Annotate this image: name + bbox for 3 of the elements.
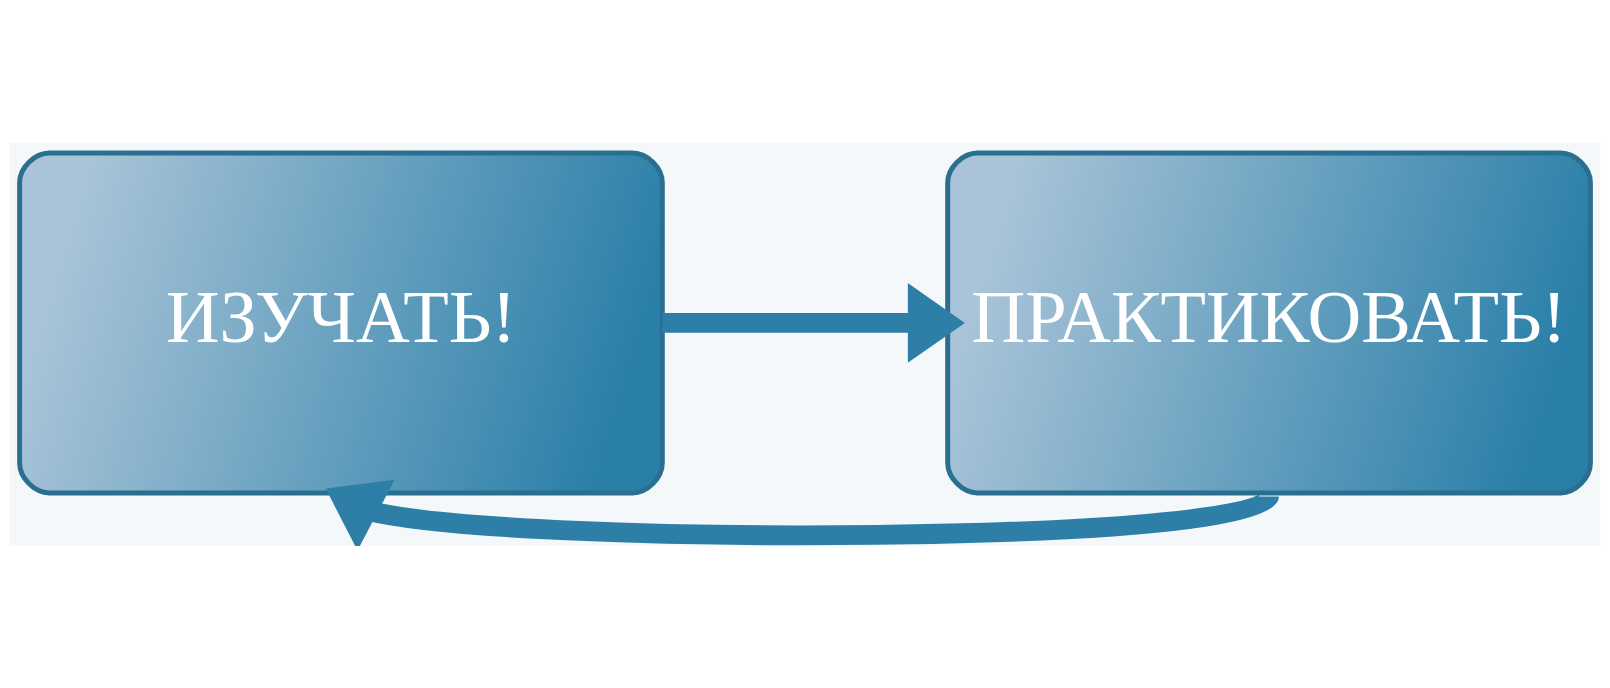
node-box: ИЗУЧАТЬ! [17,149,665,495]
arrow [662,282,965,363]
node-box: ПРАКТИКОВАТЬ! [945,149,1593,495]
